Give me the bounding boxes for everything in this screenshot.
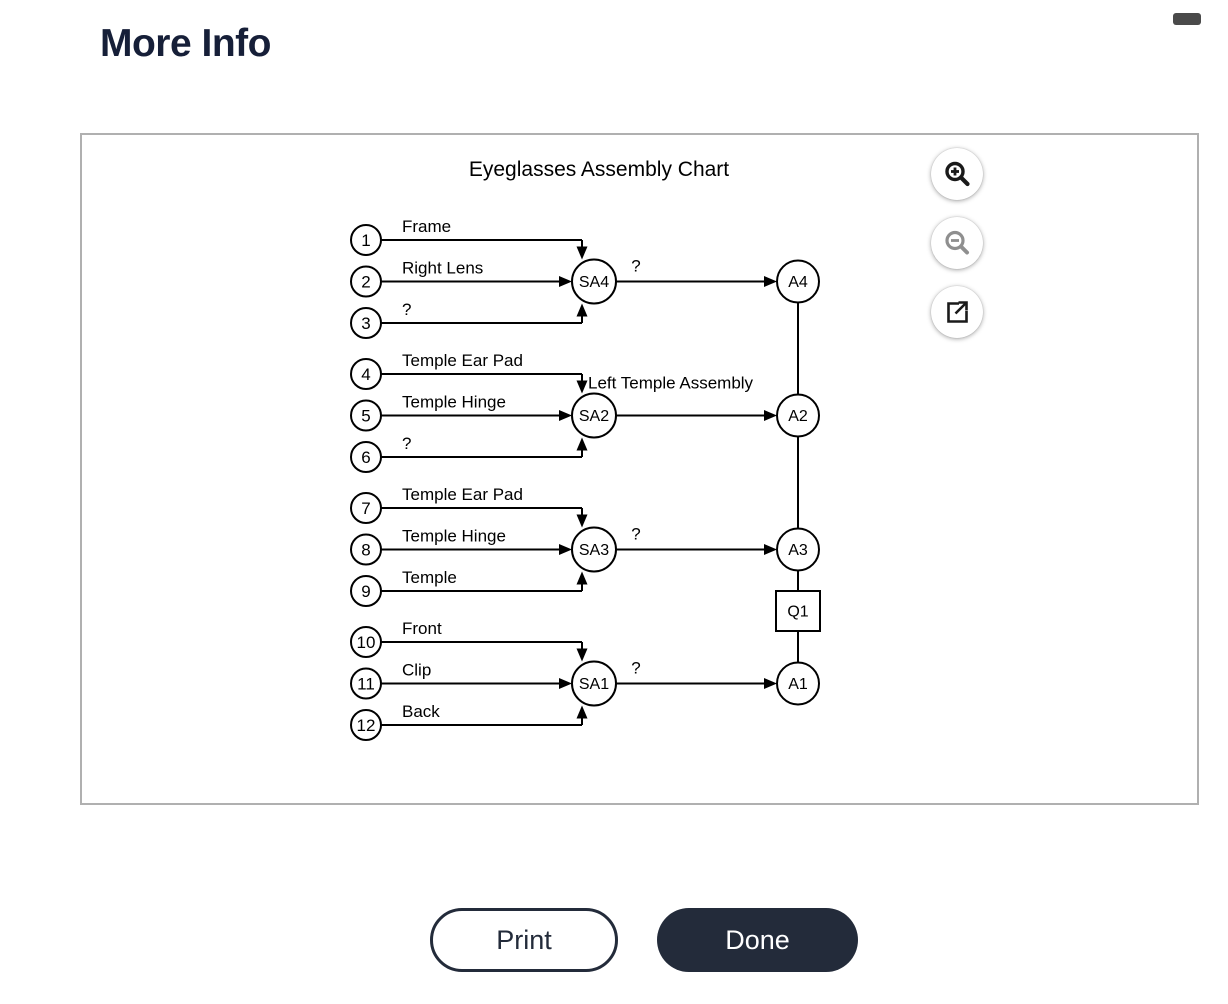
input-label: Temple Hinge — [402, 393, 506, 412]
output-label: ? — [631, 525, 640, 544]
input-label: Back — [402, 702, 440, 721]
input-node-4: 4 — [350, 358, 382, 390]
arrowhead — [576, 514, 588, 528]
assembly-node-A2: A2 — [776, 393, 820, 438]
input-node-12: 12 — [350, 709, 382, 741]
input-label: Temple — [402, 568, 457, 587]
subassembly-node-SA4: SA4 — [571, 258, 617, 305]
page-title: More Info — [100, 22, 271, 65]
magnifier-plus-icon — [941, 158, 973, 190]
svg-text:A4: A4 — [788, 274, 808, 291]
arrowhead — [576, 571, 588, 585]
arrowhead — [576, 705, 588, 719]
input-node-7: 7 — [350, 492, 382, 524]
subassembly-node-SA1: SA1 — [571, 660, 617, 707]
quality-node-Q1: Q1 — [775, 590, 821, 632]
output-label: ? — [631, 257, 640, 276]
zoom-out-button[interactable] — [931, 217, 983, 269]
svg-text:Q1: Q1 — [787, 604, 808, 621]
svg-text:SA4: SA4 — [579, 274, 609, 291]
input-label: Clip — [402, 661, 431, 680]
input-label: Front — [402, 619, 442, 638]
svg-text:12: 12 — [357, 716, 376, 735]
arrowhead — [576, 246, 588, 260]
output-label: Left Temple Assembly — [588, 374, 754, 393]
svg-text:SA2: SA2 — [579, 408, 609, 425]
assembly-node-A4: A4 — [776, 259, 820, 304]
svg-text:SA1: SA1 — [579, 676, 609, 693]
arrowhead — [764, 544, 777, 555]
input-node-3: 3 — [350, 307, 382, 339]
open-external-button[interactable] — [931, 286, 983, 338]
input-node-6: 6 — [350, 441, 382, 473]
output-label: ? — [631, 659, 640, 678]
input-label: Temple Ear Pad — [402, 351, 523, 370]
svg-text:7: 7 — [361, 499, 370, 518]
svg-text:3: 3 — [361, 314, 370, 333]
chart-title: Eyeglasses Assembly Chart — [468, 158, 730, 181]
magnifier-minus-icon — [941, 227, 973, 259]
arrowhead — [764, 410, 777, 421]
subassembly-node-SA3: SA3 — [571, 526, 617, 573]
input-label: ? — [402, 434, 411, 453]
arrowhead — [559, 678, 572, 689]
chart-toolbar — [931, 148, 983, 338]
input-node-5: 5 — [350, 399, 382, 432]
arrowhead — [576, 303, 588, 317]
subassembly-node-SA2: SA2 — [571, 392, 617, 439]
arrowhead — [559, 276, 572, 287]
svg-text:8: 8 — [361, 540, 370, 559]
arrowhead — [764, 678, 777, 689]
chart-panel: Eyeglasses Assembly Chart — [80, 133, 1199, 805]
arrowhead — [576, 648, 588, 662]
input-node-9: 9 — [350, 575, 382, 607]
svg-text:1: 1 — [361, 231, 370, 250]
svg-text:11: 11 — [357, 674, 375, 693]
svg-text:2: 2 — [361, 272, 370, 291]
svg-text:4: 4 — [361, 365, 370, 384]
input-node-2: 2 — [350, 265, 382, 298]
input-label: Temple Hinge — [402, 527, 506, 546]
input-label: Temple Ear Pad — [402, 485, 523, 504]
top-right-dark-bar — [1173, 13, 1201, 25]
svg-text:SA3: SA3 — [579, 542, 609, 559]
svg-text:A1: A1 — [788, 676, 808, 693]
arrowhead — [764, 276, 777, 287]
svg-text:A2: A2 — [788, 408, 808, 425]
assembly-node-A1: A1 — [776, 661, 820, 706]
svg-text:5: 5 — [361, 406, 370, 425]
input-label: Frame — [402, 217, 451, 236]
arrowhead — [559, 544, 572, 555]
svg-text:10: 10 — [357, 633, 376, 652]
svg-text:9: 9 — [361, 582, 370, 601]
input-label: ? — [402, 300, 411, 319]
assembly-node-A3: A3 — [776, 527, 820, 572]
svg-text:A3: A3 — [788, 542, 808, 559]
arrowhead — [559, 410, 572, 421]
input-node-10: 10 — [350, 626, 382, 658]
input-node-11: 11 — [350, 667, 382, 700]
svg-text:6: 6 — [361, 448, 370, 467]
done-button[interactable]: Done — [657, 908, 858, 972]
external-link-icon — [942, 297, 972, 327]
input-node-8: 8 — [350, 533, 382, 566]
input-label: Right Lens — [402, 259, 483, 278]
arrowhead — [576, 380, 588, 394]
input-node-1: 1 — [350, 224, 382, 256]
print-button[interactable]: Print — [430, 908, 618, 972]
zoom-in-button[interactable] — [931, 148, 983, 200]
arrowhead — [576, 437, 588, 451]
